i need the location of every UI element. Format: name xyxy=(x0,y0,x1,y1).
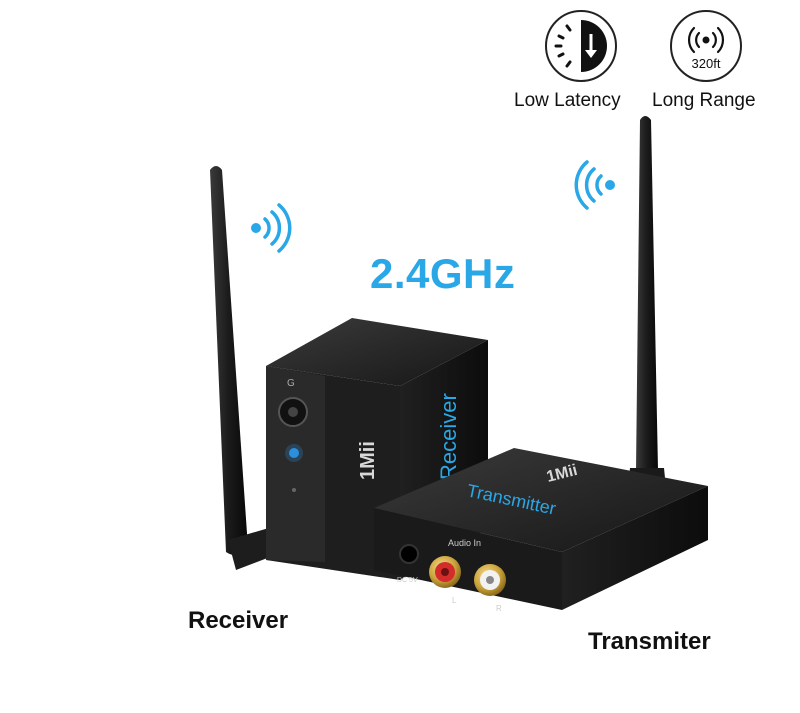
transmitter-antenna xyxy=(628,116,666,488)
frequency-label: 2.4GHz xyxy=(370,250,516,297)
transmitter-device xyxy=(374,448,708,610)
left-channel-label: L xyxy=(452,596,457,605)
wireless-wave-icon-left xyxy=(251,203,292,253)
receiver-side-text: Receiver xyxy=(436,393,461,480)
low-latency-badge xyxy=(545,10,617,82)
audio-in-label: Audio In xyxy=(448,538,481,548)
dc-label: DC 5V xyxy=(397,577,418,584)
receiver-caption: Receiver xyxy=(188,607,289,634)
timer-arrow-icon xyxy=(554,20,607,72)
receiver-brand: 1Mii xyxy=(357,441,379,480)
long-range-badge: 320ft xyxy=(670,10,742,82)
signal-range-icon xyxy=(687,26,725,54)
receiver-device xyxy=(266,318,488,580)
receiver-port-label: G xyxy=(287,378,295,389)
wireless-wave-icon-right xyxy=(574,160,615,210)
low-latency-label: Low Latency xyxy=(514,90,621,111)
long-range-label: Long Range xyxy=(652,90,756,111)
right-channel-label: R xyxy=(496,604,502,613)
transmitter-caption: Transmiter xyxy=(588,628,711,655)
range-badge-text: 320ft xyxy=(691,56,721,71)
